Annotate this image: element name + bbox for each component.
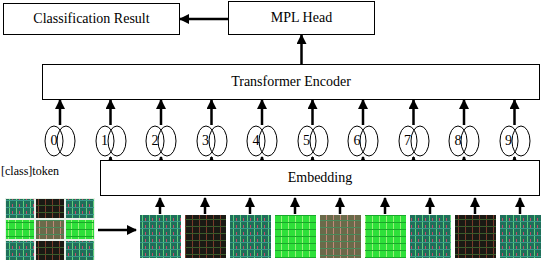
input-image	[5, 198, 95, 260]
token-number: 9	[500, 125, 518, 157]
flow-arrow	[513, 100, 516, 125]
flow-arrow	[261, 100, 264, 125]
token-shape	[44, 125, 76, 157]
token-ellipse: 8	[448, 125, 480, 157]
token-ellipse: 7	[398, 125, 430, 157]
flow-arrow	[160, 100, 163, 125]
token-shape	[145, 125, 177, 157]
token-ellipse: 0	[44, 125, 76, 157]
token-number: 6	[348, 125, 366, 157]
token-ellipse: 9	[499, 125, 531, 157]
token-shape	[246, 125, 278, 157]
token-label: [class]token	[1, 164, 59, 179]
token-shape	[95, 125, 127, 157]
token-ellipse: 5	[297, 125, 329, 157]
token-shape	[297, 125, 329, 157]
token-ellipse: 6	[347, 125, 379, 157]
encoder-box: Transformer Encoder	[42, 64, 540, 100]
token-ellipse: 1	[95, 125, 127, 157]
flow-arrow	[412, 100, 415, 125]
token-number: 1	[96, 125, 114, 157]
flow-arrow	[311, 100, 314, 125]
flow-arrow	[362, 100, 365, 125]
image-patches	[140, 215, 541, 258]
token-number: 2	[146, 125, 164, 157]
box-label: Transformer Encoder	[231, 74, 351, 89]
flow-arrow	[300, 35, 303, 64]
embedding-box: Embedding	[100, 160, 540, 196]
flow-arrow	[210, 100, 213, 125]
token-shape	[398, 125, 430, 157]
token-shape	[499, 125, 531, 157]
token-number: 0	[45, 125, 63, 157]
head-box: MPL Head	[228, 1, 375, 35]
token-ellipse: 2	[145, 125, 177, 157]
flow-arrow	[59, 100, 62, 125]
token-number: 4	[247, 125, 265, 157]
flow-arrow	[463, 100, 466, 125]
patch-arrows	[160, 198, 520, 214]
box-label: Embedding	[288, 170, 353, 185]
token-ellipse: 4	[246, 125, 278, 157]
flow-arrow	[180, 18, 228, 21]
flow-arrow	[109, 100, 112, 125]
output-box: Classification Result	[3, 3, 180, 35]
token-shape	[347, 125, 379, 157]
split-arrow	[98, 229, 136, 232]
box-label: Classification Result	[33, 11, 149, 26]
token-number: 7	[399, 125, 417, 157]
token-number: 8	[449, 125, 467, 157]
token-ellipse: 3	[196, 125, 228, 157]
box-label: MPL Head	[271, 10, 332, 25]
token-shape	[448, 125, 480, 157]
token-number: 3	[197, 125, 215, 157]
token-number: 5	[298, 125, 316, 157]
token-shape	[196, 125, 228, 157]
